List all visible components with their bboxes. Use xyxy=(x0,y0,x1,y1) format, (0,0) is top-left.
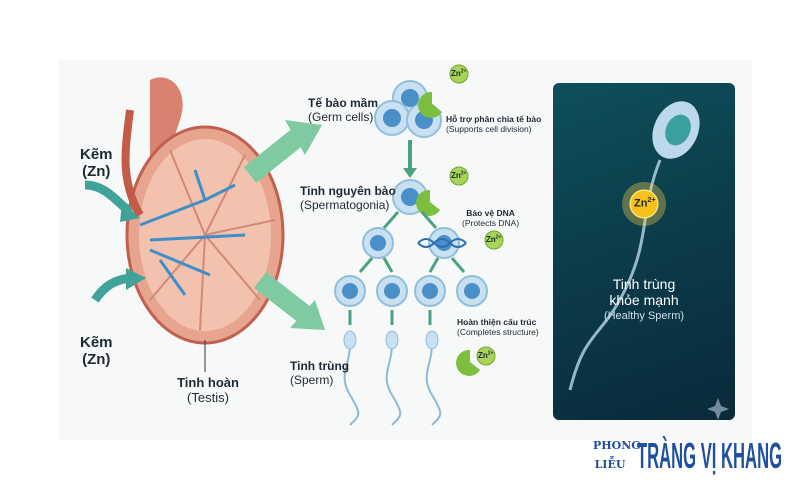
stage-germ-cells: Tế bào mầm(Germ cells) xyxy=(308,96,379,124)
testis-label: Tinh hoàn(Testis) xyxy=(177,375,239,405)
zinc-ion-icons xyxy=(449,64,504,366)
stage-sperm: Tinh trùng(Sperm) xyxy=(290,359,350,387)
brand-logo-main: TRÀNG VỊ KHANG xyxy=(637,435,782,476)
zinc-label-top: Kẽm(Zn) xyxy=(80,146,113,181)
healthy-sperm-label: Tinh trùng khỏe mạnh (Healthy Sperm) xyxy=(603,276,685,322)
zinc-arrow-bottom xyxy=(91,273,131,303)
testis-illustration xyxy=(121,77,285,372)
role-completes-structure: Hoàn thiện cấu trúc(Completes structure) xyxy=(457,317,539,337)
zn-badge-healthy: Zn2+ xyxy=(634,197,656,210)
sperm-icons xyxy=(343,344,442,426)
sparkle-icon xyxy=(707,398,729,420)
dna-icon xyxy=(417,238,467,248)
healthy-sperm-panel xyxy=(553,83,735,420)
zn-badge-3: Zn2+ xyxy=(486,234,502,244)
role-protects-dna: Bảo vệ DNA(Protects DNA) xyxy=(462,208,520,228)
zinc-label-bottom: Kẽm(Zn) xyxy=(80,334,113,369)
zn-badge-1: Zn2+ xyxy=(451,68,467,78)
zn-badge-4: Zn2+ xyxy=(478,350,494,360)
flow-arrow-down xyxy=(253,272,312,323)
vessel-arrows xyxy=(139,169,246,296)
stage-spermatogonia: Tinh nguyên bào(Spermatogonia) xyxy=(300,184,396,212)
zn-badge-2: Zn2+ xyxy=(451,170,467,180)
zinc-pacman-1 xyxy=(418,91,442,118)
brand-logo-main-text: TRÀNG VỊ KHANG xyxy=(637,435,782,476)
flow-arrow-up xyxy=(243,127,307,183)
role-cell-division: Hỗ trợ phân chia tế bào(Supports cell di… xyxy=(446,114,542,134)
